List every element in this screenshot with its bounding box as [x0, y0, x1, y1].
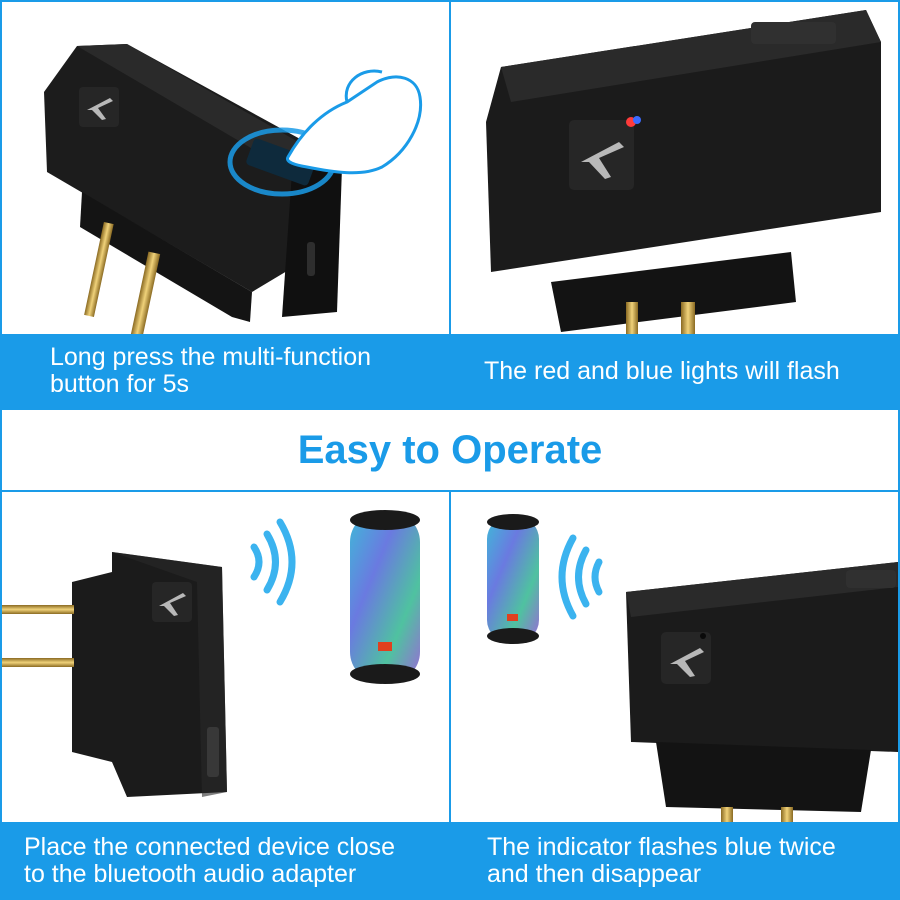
step-4-panel: The indicator flashes blue twice and the… — [451, 492, 898, 900]
step-1-panel: Long press the multi-function button for… — [2, 2, 449, 408]
step-2-caption: The red and blue lights will flash — [484, 356, 840, 385]
step-3-panel: Place the connected device close to the … — [2, 492, 449, 900]
page-title: Easy to Operate — [297, 427, 603, 472]
airplane-icon — [79, 87, 119, 127]
divider-horizontal-upper — [0, 408, 900, 410]
audio-pin — [721, 807, 793, 822]
airplane-icon — [569, 120, 634, 190]
step-2-caption-bar: The red and blue lights will flash — [451, 334, 898, 408]
border-right — [898, 0, 900, 900]
divider-horizontal-lower — [0, 490, 900, 492]
step-1-caption-bar: Long press the multi-function button for… — [2, 334, 449, 408]
divider-vertical-top — [449, 0, 451, 410]
adapter-device — [44, 44, 342, 322]
step-3-illustration — [2, 510, 420, 797]
step-1-caption: Long press the multi-function button for… — [50, 343, 372, 398]
speaker — [487, 514, 539, 644]
border-left — [0, 0, 2, 900]
step-4-illustration — [487, 514, 898, 822]
step-2-illustration — [486, 10, 881, 334]
audio-pin — [626, 302, 695, 334]
step-1-illustration — [44, 44, 423, 334]
divider-vertical-bottom — [449, 490, 451, 900]
adapter-device — [626, 562, 898, 812]
speaker — [350, 510, 420, 684]
pointing-hand-icon — [286, 69, 423, 175]
audio-pin — [84, 221, 161, 334]
adapter-device — [486, 10, 881, 332]
audio-pin — [2, 605, 74, 667]
signal-waves-icon — [558, 534, 603, 620]
step-3-caption-bar: Place the connected device close to the … — [2, 822, 449, 900]
airplane-icon — [152, 582, 192, 622]
airplane-icon — [661, 632, 711, 684]
headline-band: Easy to Operate — [2, 410, 898, 490]
signal-waves-icon — [250, 518, 296, 606]
indicator-light — [626, 116, 641, 127]
adapter-device — [72, 552, 227, 797]
step-3-caption: Place the connected device close to the … — [24, 833, 396, 888]
step-4-caption: The indicator flashes blue twice and the… — [487, 833, 836, 888]
step-2-panel: The red and blue lights will flash — [451, 2, 898, 408]
step-4-caption-bar: The indicator flashes blue twice and the… — [451, 822, 898, 900]
